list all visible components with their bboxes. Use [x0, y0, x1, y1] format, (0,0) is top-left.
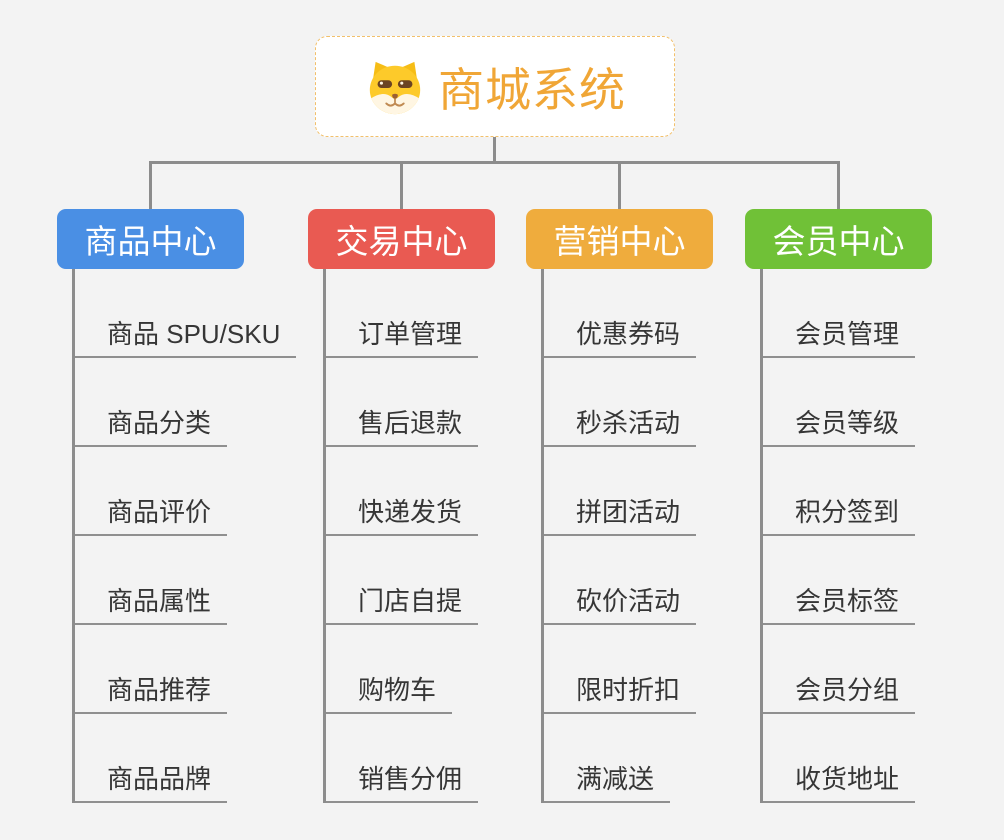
- leaf-node[interactable]: 商品品牌: [73, 759, 228, 803]
- leaf-node[interactable]: 售后退款: [324, 403, 479, 447]
- branch-label: 会员中心: [772, 223, 905, 260]
- leaf-row: 拼团活动: [542, 447, 697, 536]
- leaf-node[interactable]: 会员分组: [761, 670, 916, 714]
- branch-node-marketing[interactable]: 营销中心: [526, 209, 713, 269]
- leaf-node[interactable]: 优惠券码: [542, 314, 697, 358]
- branch-node-products[interactable]: 商品中心: [57, 209, 244, 269]
- leaf-node[interactable]: 积分签到: [761, 492, 916, 536]
- leaf-row: 快递发货: [324, 447, 479, 536]
- leaf-row: 门店自提: [324, 536, 479, 625]
- leaf-row: 积分签到: [761, 447, 916, 536]
- leaf-node[interactable]: 秒杀活动: [542, 403, 697, 447]
- leaf-row: 会员分组: [761, 625, 916, 714]
- leaf-node[interactable]: 销售分佣: [324, 759, 479, 803]
- leaf-node[interactable]: 会员等级: [761, 403, 916, 447]
- leaf-row: 售后退款: [324, 358, 479, 447]
- leaf-node[interactable]: 砍价活动: [542, 581, 697, 625]
- leaf-row: 商品 SPU/SKU: [73, 269, 297, 358]
- leaf-row: 订单管理: [324, 269, 479, 358]
- leaf-row: 商品评价: [73, 447, 296, 536]
- leaf-node[interactable]: 购物车: [324, 670, 453, 714]
- leaf-node[interactable]: 商品分类: [73, 403, 228, 447]
- branch-label: 商品中心: [84, 223, 217, 260]
- leaf-row: 会员管理: [761, 269, 916, 358]
- root-node[interactable]: 商城系统: [315, 36, 675, 137]
- leaf-node[interactable]: 会员标签: [761, 581, 916, 625]
- leaf-row: 商品推荐: [73, 625, 296, 714]
- branch-label: 交易中心: [335, 223, 468, 260]
- root-title: 商城系统: [438, 63, 626, 116]
- branch-label: 营销中心: [553, 223, 686, 260]
- connector-root-stub: [493, 137, 496, 164]
- leaf-row: 限时折扣: [542, 625, 697, 714]
- leaf-row: 收货地址: [761, 714, 916, 803]
- leaf-row: 会员标签: [761, 536, 916, 625]
- leaf-node[interactable]: 订单管理: [324, 314, 479, 358]
- leaf-row: 砍价活动: [542, 536, 697, 625]
- leaf-row: 满减送: [542, 714, 696, 803]
- connector-bus: [149, 161, 840, 164]
- leaf-row: 商品属性: [73, 536, 296, 625]
- leaf-node[interactable]: 满减送: [542, 759, 671, 803]
- leaf-node[interactable]: 会员管理: [761, 314, 916, 358]
- leaf-row: 销售分佣: [324, 714, 479, 803]
- connector-drop-members: [837, 161, 840, 210]
- leaf-node[interactable]: 商品推荐: [73, 670, 228, 714]
- connector-drop-trade: [400, 161, 403, 210]
- leaf-node[interactable]: 门店自提: [324, 581, 479, 625]
- leaf-node[interactable]: 快递发货: [324, 492, 479, 536]
- leaf-row: 商品品牌: [73, 714, 296, 803]
- leaf-row: 会员等级: [761, 358, 916, 447]
- leaf-node[interactable]: 限时折扣: [542, 670, 697, 714]
- leaf-node[interactable]: 商品属性: [73, 581, 228, 625]
- leaf-node[interactable]: 商品评价: [73, 492, 228, 536]
- leaf-node[interactable]: 拼团活动: [542, 492, 697, 536]
- leaf-row: 商品分类: [73, 358, 296, 447]
- connector-drop-products: [149, 161, 152, 210]
- leaf-node[interactable]: 商品 SPU/SKU: [73, 314, 297, 358]
- leaf-node[interactable]: 收货地址: [761, 759, 916, 803]
- branch-node-members[interactable]: 会员中心: [745, 209, 932, 269]
- branch-children-products: 商品 SPU/SKU 商品分类 商品评价 商品属性 商品推荐 商品品牌: [71, 269, 297, 803]
- dog-icon: [364, 57, 426, 117]
- leaf-row: 优惠券码: [542, 269, 697, 358]
- branch-children-members: 会员管理 会员等级 积分签到 会员标签 会员分组 收货地址: [759, 269, 916, 803]
- leaf-row: 秒杀活动: [542, 358, 697, 447]
- branch-node-trade[interactable]: 交易中心: [308, 209, 495, 269]
- branch-children-trade: 订单管理 售后退款 快递发货 门店自提 购物车 销售分佣: [322, 269, 479, 803]
- leaf-row: 购物车: [324, 625, 478, 714]
- branch-children-marketing: 优惠券码 秒杀活动 拼团活动 砍价活动 限时折扣 满减送: [540, 269, 697, 803]
- connector-drop-marketing: [618, 161, 621, 210]
